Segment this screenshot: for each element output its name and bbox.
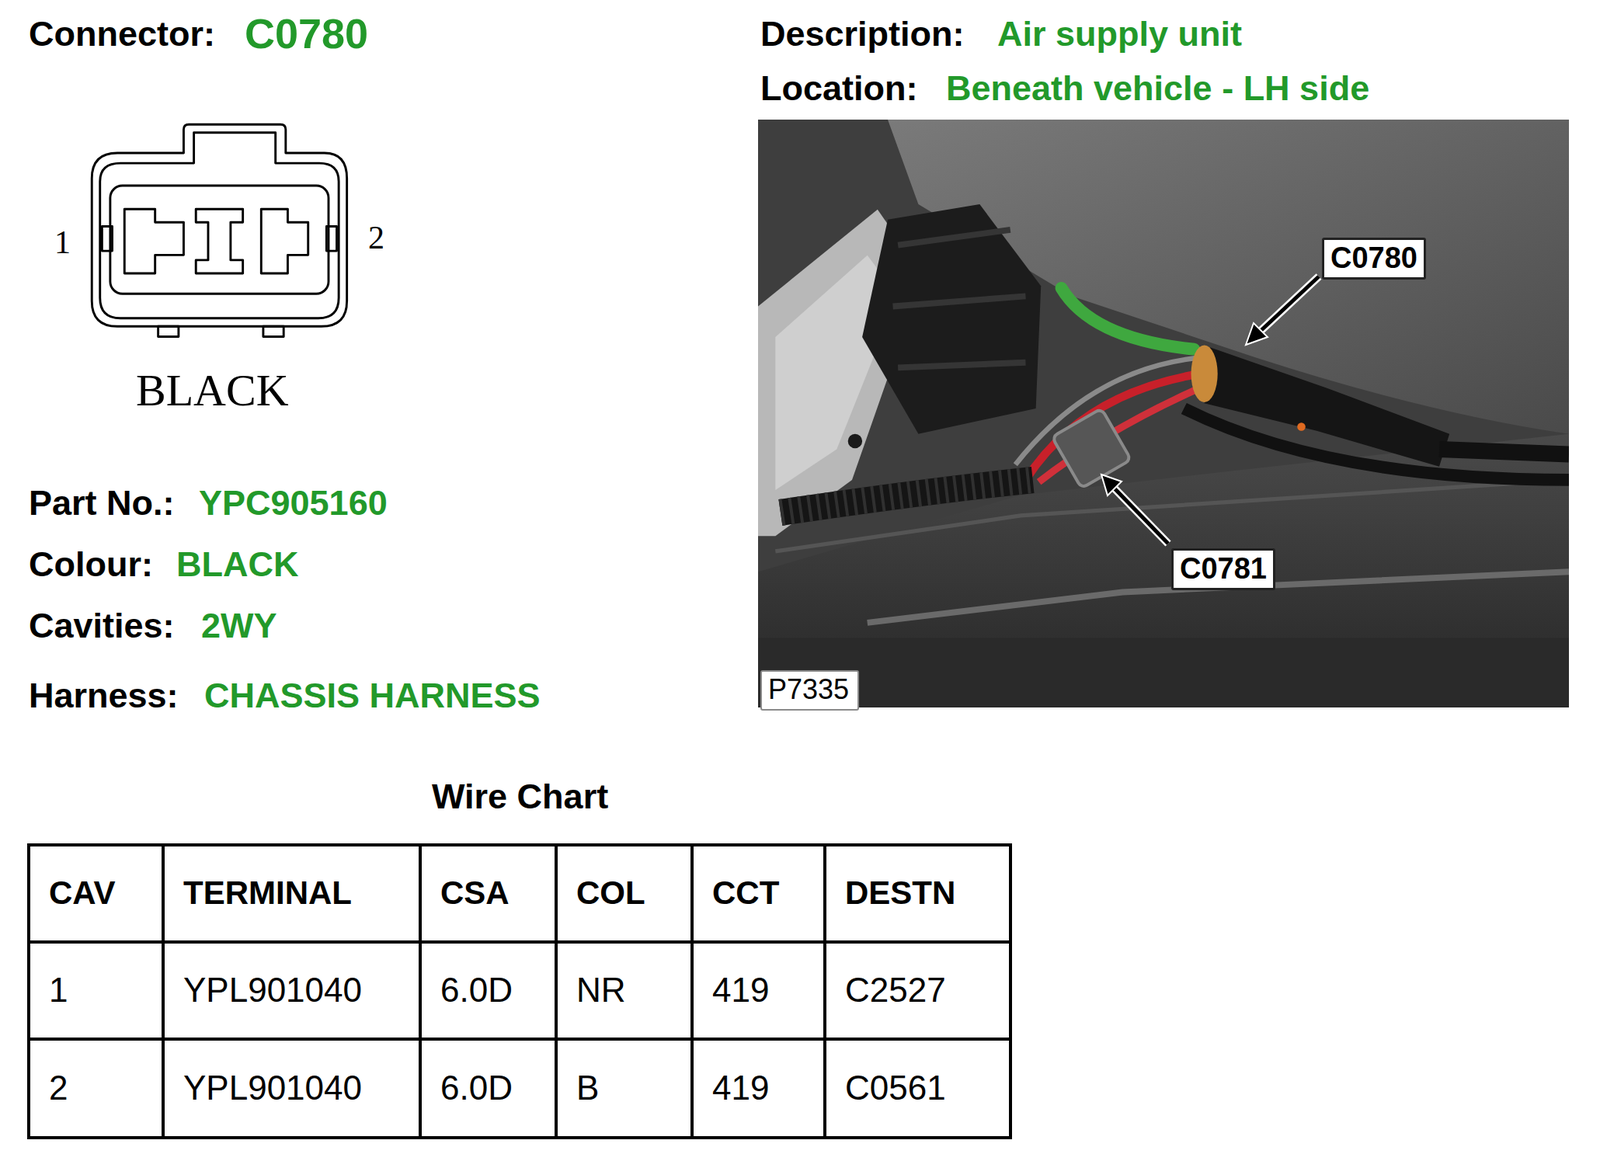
connector-id: C0780 <box>244 9 369 58</box>
callout-box: C0781 <box>1171 548 1276 591</box>
table-header-cell: CAV <box>48 874 116 912</box>
connector-face-drawing <box>55 117 394 342</box>
table-header-cell: TERMINAL <box>183 874 352 912</box>
location-photo <box>758 119 1569 708</box>
callout-box: C0780 <box>1321 237 1427 280</box>
table-cell: 1 <box>48 970 68 1011</box>
table-cell: 6.0D <box>440 1068 513 1109</box>
leader-arrow <box>1101 474 1169 544</box>
table-cell: 6.0D <box>440 970 513 1011</box>
field-key: Connector: <box>28 13 216 55</box>
field-value: BLACK <box>176 544 299 585</box>
pin-number: 1 <box>54 223 71 261</box>
table-cell: YPL901040 <box>183 970 362 1011</box>
table-title: Wire Chart <box>431 776 609 818</box>
table-cell: NR <box>576 970 627 1011</box>
figure-id-box: P7335 <box>760 670 860 711</box>
colour-label: BLACK <box>135 365 289 418</box>
table-header-cell: DESTN <box>845 874 956 912</box>
callout-label: C0781 <box>1179 553 1267 586</box>
field-key: Cavities: <box>28 605 175 647</box>
table-header-cell: CSA <box>440 874 510 912</box>
table-cell: 419 <box>712 970 769 1011</box>
callout-label: P7335 <box>768 674 852 706</box>
field-value: 2WY <box>201 605 278 647</box>
field-value: Beneath vehicle - LH side <box>946 68 1370 109</box>
callout-label: C0780 <box>1330 242 1418 275</box>
pin-number: 2 <box>368 219 385 257</box>
table-cell: YPL901040 <box>183 1068 362 1109</box>
table-cell: C0561 <box>845 1068 947 1109</box>
table-header-cell: CCT <box>712 874 780 912</box>
field-key: Harness: <box>28 675 179 717</box>
leader-arrow <box>1245 276 1319 345</box>
field-value: CHASSIS HARNESS <box>204 675 541 717</box>
table-cell: B <box>576 1068 599 1109</box>
field-key: Location: <box>760 68 918 109</box>
table-cell: C2527 <box>845 970 947 1011</box>
table-cell: 2 <box>48 1068 68 1109</box>
field-key: Colour: <box>28 544 154 585</box>
field-value: Air supply unit <box>997 13 1242 55</box>
field-key: Description: <box>760 13 965 55</box>
field-value: YPC905160 <box>198 483 388 524</box>
field-key: Part No.: <box>28 483 175 524</box>
table-header-cell: COL <box>576 874 646 912</box>
table-cell: 419 <box>712 1068 769 1109</box>
